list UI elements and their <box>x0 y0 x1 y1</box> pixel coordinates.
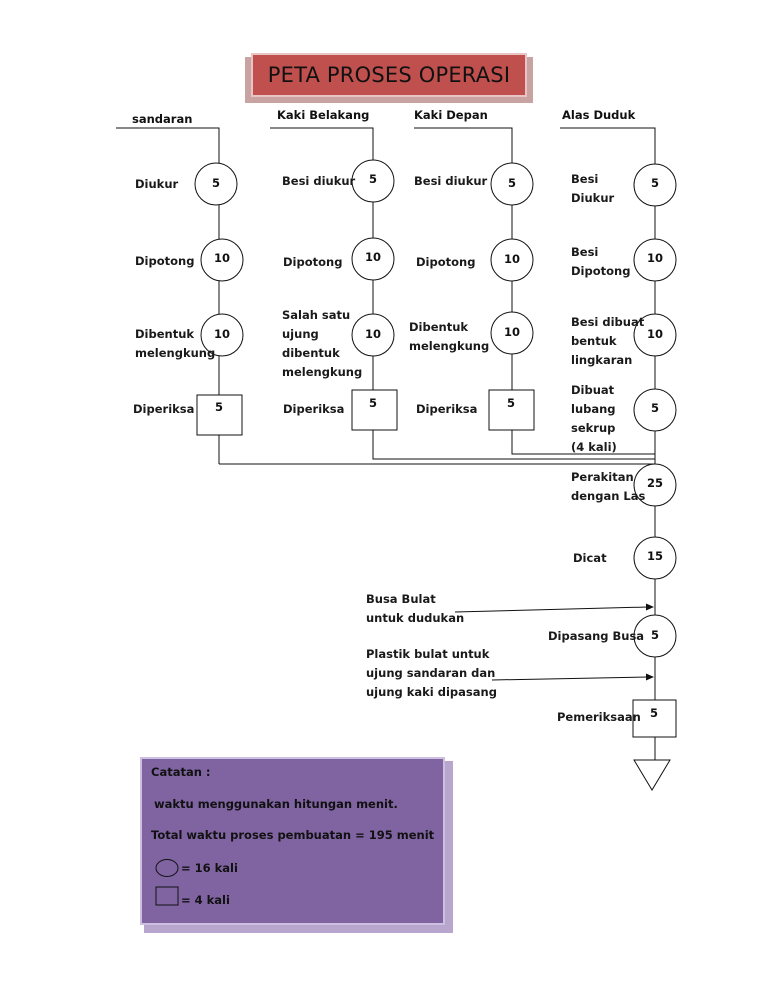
c1-entry-line <box>116 127 220 163</box>
node-value: 10 <box>364 250 381 264</box>
c3-merge-line <box>511 430 655 455</box>
foam-input-arrow <box>454 606 649 613</box>
circle-count: = 16 kali <box>181 861 238 875</box>
column-header-kaki-depan: Kaki Depan <box>414 108 488 122</box>
step-label: Pemeriksaan <box>557 710 641 724</box>
node-value: 5 <box>650 176 659 190</box>
step-label: Dipotong <box>283 255 343 269</box>
foam-operation-circle <box>633 614 677 658</box>
c2-merge-line <box>372 430 655 460</box>
node-value: 5 <box>649 706 658 720</box>
c1-operation-circle <box>200 238 244 282</box>
node-value: 5 <box>368 172 377 186</box>
title-banner: PETA PROSES OPERASI <box>245 53 533 103</box>
notes-panel: Catatan : waktu menggunakan hitungan men… <box>140 757 453 933</box>
c4-entry-line <box>560 127 656 164</box>
node-value: 5 <box>211 176 220 190</box>
step-label: Diperiksa <box>416 402 478 416</box>
column-header-alas-duduk: Alas Duduk <box>562 108 636 122</box>
plastic-input-arrow <box>491 676 649 681</box>
node-value: 5 <box>506 396 515 410</box>
c3-operation-circle <box>490 162 534 206</box>
c2-operation-circle <box>351 159 395 203</box>
node-value: 5 <box>650 628 659 642</box>
node-value: 10 <box>646 327 663 341</box>
step-label: Dipasang Busa <box>548 629 645 643</box>
node-value: 10 <box>364 327 381 341</box>
step-label: Diperiksa <box>133 402 195 416</box>
c3-inspection-square <box>488 389 535 431</box>
c3-operation-circle <box>490 311 534 355</box>
c2-entry-line <box>270 127 374 160</box>
notes-line: Total waktu proses pembuatan = 195 menit <box>151 828 435 842</box>
final-inspection-square <box>632 699 677 738</box>
c4-operation-circle <box>633 388 677 432</box>
node-value: 5 <box>214 400 223 414</box>
node-value: 5 <box>368 396 377 410</box>
arrowhead <box>646 603 654 611</box>
step-label: Dicat <box>573 551 607 565</box>
paint-operation-circle <box>633 536 677 580</box>
node-value: 10 <box>646 251 663 265</box>
storage-triangle <box>633 759 671 791</box>
c2-operation-circle <box>351 237 395 281</box>
c2-inspection-square <box>351 389 398 431</box>
step-label: Besi diukur <box>282 174 356 188</box>
c4-operation-circle <box>633 238 677 282</box>
column-header-sandaran: sandaran <box>132 112 193 126</box>
step-label: Diukur <box>135 177 179 191</box>
c3-entry-line <box>414 127 513 163</box>
arrowhead <box>646 673 654 681</box>
square-legend-icon <box>155 886 179 906</box>
node-value: 5 <box>650 401 659 415</box>
c1-operation-circle <box>200 313 244 357</box>
assembly-operation-circle <box>633 463 677 507</box>
circle-legend-icon <box>155 859 179 877</box>
c1-inspection-square <box>196 394 243 436</box>
column-header-kaki-belakang: Kaki Belakang <box>277 108 370 122</box>
c3-operation-circle <box>490 238 534 282</box>
node-value: 10 <box>213 327 230 341</box>
node-value: 10 <box>503 252 520 266</box>
node-value: 5 <box>507 176 516 190</box>
c1-operation-circle <box>194 162 238 206</box>
notes-box: Catatan : waktu menggunakan hitungan men… <box>140 757 445 925</box>
c4-operation-circle <box>633 313 677 357</box>
node-value: 10 <box>213 251 230 265</box>
step-label: Diperiksa <box>283 402 345 416</box>
c2-operation-circle <box>351 313 395 357</box>
step-label: Dipotong <box>416 255 476 269</box>
page-title: PETA PROSES OPERASI <box>251 53 527 97</box>
node-value: 10 <box>503 325 520 339</box>
node-value: 15 <box>646 549 663 563</box>
step-label: Dipotong <box>135 254 195 268</box>
notes-line: waktu menggunakan hitungan menit. <box>154 797 398 811</box>
step-label: Besi diukur <box>414 174 488 188</box>
node-value: 25 <box>646 476 663 490</box>
notes-heading: Catatan : <box>151 765 211 779</box>
square-count: = 4 kali <box>181 893 230 907</box>
c4-operation-circle <box>633 163 677 207</box>
